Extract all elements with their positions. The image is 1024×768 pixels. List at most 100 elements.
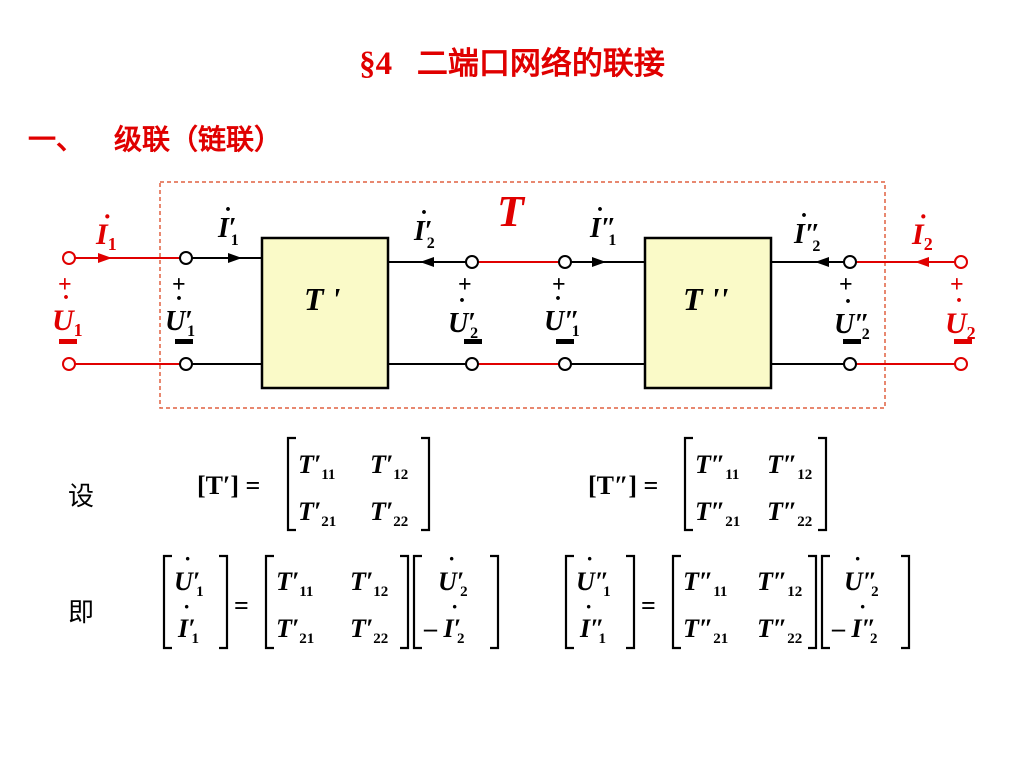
svg-text:·: · <box>854 546 861 571</box>
svg-text:T″12: T″12 <box>767 450 812 483</box>
svg-text:·: · <box>103 202 112 231</box>
svg-text:T′11: T′11 <box>276 567 313 600</box>
svg-text:T″11: T″11 <box>695 450 739 483</box>
current-I2-double-prime: I″2 <box>793 219 820 255</box>
terminal <box>465 357 479 371</box>
svg-text:T′21: T′21 <box>276 614 314 647</box>
overall-network-label: T <box>497 187 526 236</box>
svg-text:U″1: U″1 <box>576 567 611 600</box>
svg-text:T′21: T′21 <box>298 497 336 530</box>
svg-text:·: · <box>919 202 928 231</box>
svg-text:U′2: U′2 <box>438 567 468 600</box>
arrow-I1p <box>228 253 242 263</box>
terminal <box>179 251 193 265</box>
svg-text:T″12: T″12 <box>757 567 802 600</box>
terminal <box>954 357 968 371</box>
voltage-U1: U1 <box>52 304 83 340</box>
svg-text:·: · <box>859 594 866 619</box>
svg-text:T′22: T′22 <box>370 497 408 530</box>
terminal <box>558 357 572 371</box>
svg-text:·: · <box>800 203 808 229</box>
terminal <box>558 255 572 269</box>
svg-text:·: · <box>224 197 232 223</box>
matrix-equations: [T′] = T′11 T′12 T′21 T′22 [T″] = T″11 T… <box>162 436 911 650</box>
two-port-block-T2 <box>643 236 773 390</box>
svg-text:+: + <box>950 272 964 298</box>
terminal <box>62 251 76 265</box>
current-I1-prime: I′1 <box>217 213 239 249</box>
svg-text:T′22: T′22 <box>350 614 388 647</box>
current-I1: I1 <box>95 218 117 254</box>
current-I2-prime: I′2 <box>413 216 435 252</box>
svg-text:·: · <box>183 594 190 619</box>
svg-text:+: + <box>458 272 472 298</box>
terminal <box>62 357 76 371</box>
voltage-U2-prime: U′2 <box>448 308 478 342</box>
svg-text:·: · <box>420 200 428 226</box>
svg-text:– I″2: – I″2 <box>831 614 877 647</box>
section-number: 一、 <box>28 123 85 156</box>
terminal <box>179 357 193 371</box>
current-I1-double-prime: I″1 <box>589 213 616 249</box>
voltage-U2-double-prime: U″2 <box>834 309 870 343</box>
svg-text:·: · <box>175 286 183 312</box>
terminal <box>843 255 857 269</box>
cascade-circuit-diagram: T T ' T '' I1 · I2 <box>52 181 976 409</box>
terminal <box>465 255 479 269</box>
section-heading: 一、级联（链联） <box>28 118 282 158</box>
voltage-U1-double-prime: U″1 <box>544 306 580 340</box>
voltage-U2: U2 <box>945 307 976 343</box>
svg-text:U′1: U′1 <box>174 567 204 600</box>
terminal <box>843 357 857 371</box>
arrow-I2 <box>915 257 929 267</box>
arrow-I1 <box>98 253 112 263</box>
svg-text:+: + <box>552 272 566 298</box>
page-title: §4 二端口网络的联接 <box>0 38 1024 83</box>
svg-text:+: + <box>839 272 853 298</box>
svg-text:+: + <box>172 272 186 298</box>
svg-text:·: · <box>451 594 458 619</box>
svg-text:·: · <box>62 285 70 311</box>
current-I2: I2 <box>911 218 933 254</box>
svg-text:T″21: T″21 <box>683 614 728 647</box>
title-text: 二端口网络的联接 <box>416 46 665 82</box>
svg-text:T′12: T′12 <box>370 450 408 483</box>
svg-text:·: · <box>458 288 466 314</box>
svg-text:+: + <box>58 272 72 298</box>
arrow-I2pp <box>815 257 829 267</box>
terminal <box>954 255 968 269</box>
svg-text:·: · <box>955 288 963 314</box>
svg-text:T″11: T″11 <box>683 567 727 600</box>
svg-text:T″22: T″22 <box>757 614 802 647</box>
two-port-block-T1 <box>260 236 390 390</box>
section-mark: §4 <box>359 46 393 82</box>
overall-network-outline <box>159 181 886 409</box>
svg-text:– I′2: – I′2 <box>423 614 464 647</box>
let-label: 设 <box>68 482 95 512</box>
svg-text:T′11: T′11 <box>298 450 335 483</box>
svg-text:·: · <box>448 546 455 571</box>
svg-text:T″21: T″21 <box>695 497 740 530</box>
svg-text:·: · <box>554 286 562 312</box>
svg-text:T″22: T″22 <box>767 497 812 530</box>
minus-signs <box>59 339 972 344</box>
thus-label: 即 <box>68 598 95 628</box>
svg-text:I″1: I″1 <box>579 614 606 647</box>
svg-text:=: = <box>234 591 249 620</box>
block-T1-label: T ' <box>304 281 341 317</box>
section-text: 级联（链联） <box>114 123 283 156</box>
svg-text:U″2: U″2 <box>844 567 879 600</box>
def2-lhs: [T″] = <box>588 471 658 500</box>
arrow-I1pp <box>592 257 606 267</box>
svg-text:·: · <box>596 197 604 223</box>
svg-text:=: = <box>641 591 656 620</box>
block-T2-label: T '' <box>683 281 728 317</box>
svg-text:·: · <box>586 546 593 571</box>
svg-text:·: · <box>844 289 852 315</box>
svg-text:·: · <box>585 594 592 619</box>
svg-text:T′12: T′12 <box>350 567 388 600</box>
svg-text:I′1: I′1 <box>177 614 199 647</box>
voltage-U1-prime: U′1 <box>165 306 195 340</box>
def1-lhs: [T′] = <box>197 471 260 500</box>
arrow-I2p <box>420 257 434 267</box>
